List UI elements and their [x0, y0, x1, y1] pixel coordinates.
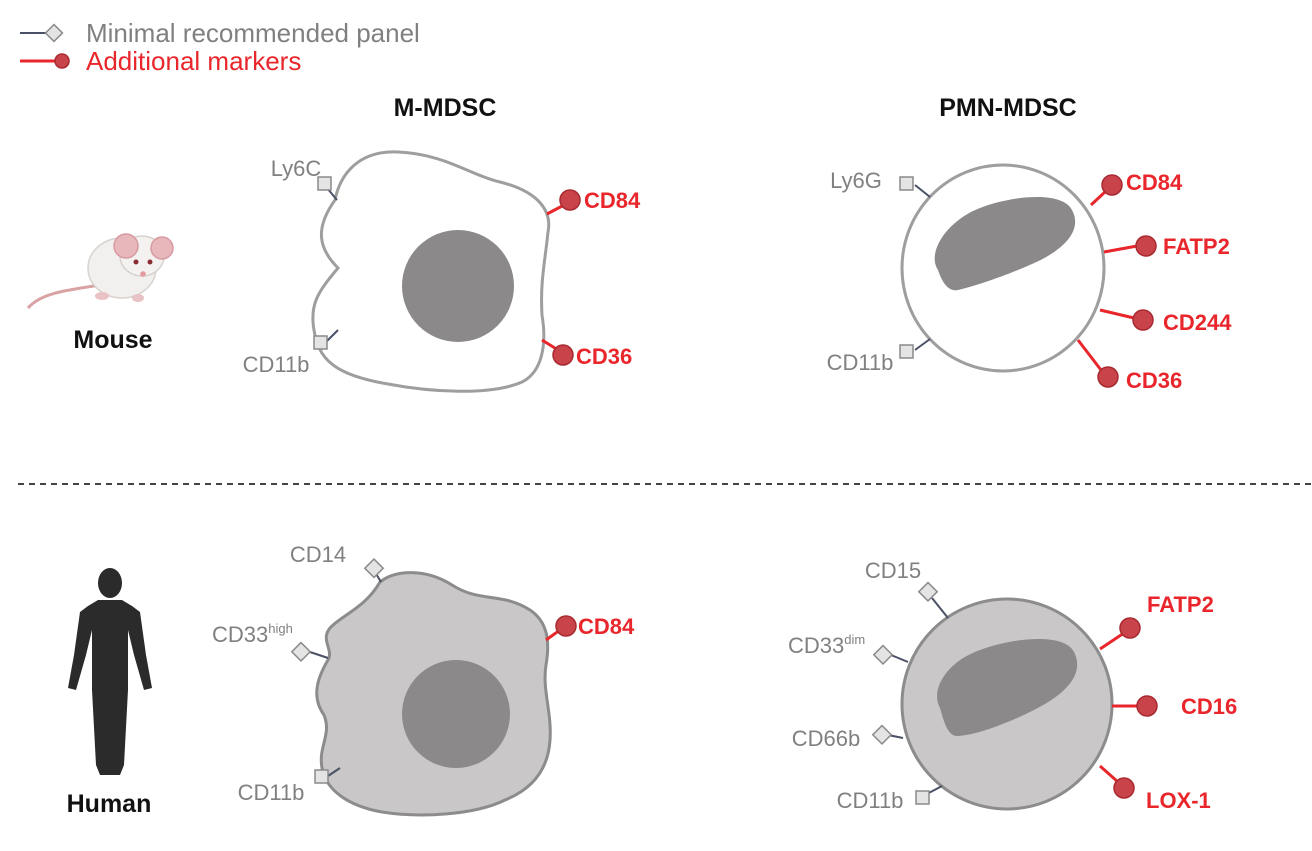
marker-label-fatp2: FATP2 — [1147, 592, 1214, 617]
marker-diamond — [899, 176, 914, 191]
marker-label-cd33: CD33 — [212, 622, 268, 647]
marker-label-cd244: CD244 — [1163, 310, 1232, 335]
human-m-mdsc-nucleus — [402, 660, 510, 768]
marker-label-cd11b: CD11b — [243, 352, 310, 377]
marker-stem — [1099, 764, 1119, 784]
marker-label-cd84: CD84 — [1126, 170, 1183, 195]
marker-dot — [1132, 309, 1154, 331]
marker-stem — [1099, 631, 1125, 651]
mouse-ear-left — [113, 233, 139, 259]
marker-diamond — [363, 558, 385, 579]
marker-dot — [1135, 235, 1157, 257]
mouse-tail — [26, 283, 101, 310]
marker-stem — [1103, 244, 1138, 254]
mouse-eye-right — [147, 259, 153, 265]
marker-stem — [327, 767, 341, 777]
marker-label-cd11b: CD11b — [238, 780, 305, 805]
marker-dot — [1119, 617, 1141, 639]
marker-stem — [325, 329, 339, 343]
human-head — [98, 568, 122, 598]
marker-diamond — [290, 641, 312, 662]
marker-dot — [1113, 777, 1135, 799]
mouse-eye-left — [133, 259, 139, 265]
marker-label-cd84: CD84 — [584, 188, 641, 213]
human-body — [68, 600, 152, 775]
marker-dot — [552, 344, 574, 366]
mouse-m-mdsc-nucleus — [402, 230, 514, 342]
marker-superscript-high: high — [268, 621, 293, 636]
marker-label-lox-1: LOX-1 — [1146, 788, 1211, 813]
marker-stem — [914, 184, 931, 198]
marker-label-cd14: CD14 — [290, 542, 346, 567]
marker-label-cd11b: CD11b — [827, 350, 894, 375]
legend-minimal-diamond — [44, 23, 64, 43]
marker-stem — [1089, 189, 1108, 207]
marker-dot — [559, 189, 581, 211]
marker-label-cd33high: CD33high — [212, 621, 293, 647]
legend-minimal: Minimal recommended panel — [20, 18, 420, 48]
human-m-mdsc-cell: CD14 CD33high CD11b CD84 — [212, 542, 635, 817]
marker-dot — [1097, 366, 1119, 388]
column-header-m-mdsc: M-MDSC — [394, 94, 497, 122]
marker-label-cd33: CD33 — [788, 633, 844, 658]
marker-label-cd36: CD36 — [1126, 368, 1182, 393]
marker-label-cd33dim: CD33dim — [788, 632, 865, 658]
marker-label-ly6c: Ly6C — [271, 156, 322, 181]
marker-diamond — [871, 724, 893, 745]
marker-label-cd16: CD16 — [1181, 694, 1237, 719]
mouse-pmn-mdsc-cell: Ly6G CD11b CD84 FATP2 CD244 CD36 — [827, 163, 1232, 393]
mouse-foot-back — [95, 292, 109, 300]
marker-stem — [1099, 308, 1135, 320]
legend-minimal-label: Minimal recommended panel — [86, 18, 420, 48]
marker-label-cd66b: CD66b — [792, 726, 860, 751]
human-pmn-mdsc-nucleus — [937, 638, 1078, 737]
marker-label-fatp2: FATP2 — [1163, 234, 1230, 259]
marker-diamond — [917, 581, 939, 602]
marker-diamond — [314, 769, 329, 784]
marker-diamond — [313, 335, 328, 350]
human-icon — [68, 568, 152, 775]
legend: Minimal recommended panel Additional mar… — [20, 18, 420, 76]
mouse-m-mdsc-cell: Ly6C CD11b CD84 CD36 — [243, 150, 641, 393]
marker-stem — [1076, 339, 1103, 371]
marker-dot — [1101, 174, 1123, 196]
mouse-nose — [140, 271, 146, 277]
marker-diamond — [872, 644, 894, 665]
marker-stem — [914, 338, 931, 351]
legend-additional-label: Additional markers — [86, 46, 301, 76]
marker-label-ly6g: Ly6G — [830, 168, 882, 193]
mouse-pmn-mdsc-nucleus — [934, 196, 1076, 291]
species-label-mouse: Mouse — [73, 326, 152, 354]
marker-label-cd11b: CD11b — [837, 788, 904, 813]
human-pmn-mdsc-cell: CD15 CD33dim CD66b CD11b FATP2 CD16 LOX-… — [788, 558, 1237, 813]
marker-superscript-dim: dim — [844, 632, 865, 647]
marker-dot — [555, 615, 577, 637]
marker-stem — [309, 651, 329, 659]
marker-stem — [890, 654, 909, 663]
mouse-icon — [26, 233, 174, 310]
legend-additional: Additional markers — [20, 46, 301, 76]
marker-dot — [1136, 695, 1158, 717]
column-header-pmn-mdsc: PMN-MDSC — [939, 94, 1077, 122]
marker-label-cd15: CD15 — [865, 558, 921, 583]
marker-diamond — [915, 790, 930, 805]
marker-label-cd36: CD36 — [576, 344, 632, 369]
legend-additional-dot — [54, 53, 70, 69]
mouse-ear-right — [150, 236, 174, 260]
marker-label-cd84: CD84 — [578, 614, 635, 639]
marker-diamond — [899, 344, 914, 359]
mouse-foot-front — [132, 294, 144, 302]
species-label-human: Human — [67, 790, 152, 818]
marker-diamond — [317, 176, 332, 191]
marker-stem — [931, 597, 949, 619]
